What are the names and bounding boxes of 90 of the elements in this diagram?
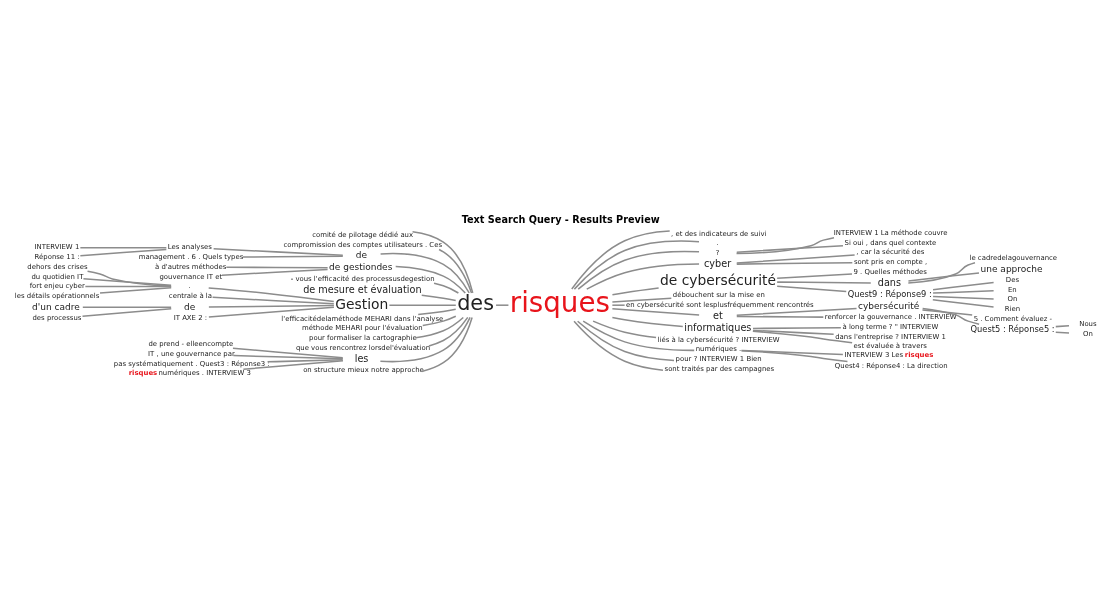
diagram-title: Text Search Query - Results Preview — [461, 213, 660, 225]
connector — [82, 306, 172, 309]
connector — [211, 296, 335, 305]
connector — [907, 261, 976, 284]
connector — [776, 285, 847, 293]
connector — [932, 289, 995, 294]
node-text: dans — [877, 276, 902, 288]
connector — [573, 320, 664, 371]
connector — [907, 272, 980, 282]
connector — [433, 282, 460, 294]
connector — [735, 236, 835, 255]
connector — [241, 255, 344, 258]
connector — [379, 316, 471, 363]
connector — [592, 320, 657, 339]
connector — [208, 306, 335, 318]
connector — [576, 320, 675, 362]
node-text: des — [457, 291, 494, 316]
connector — [921, 309, 973, 316]
connector — [776, 273, 853, 280]
connector — [99, 287, 172, 294]
connector — [752, 326, 842, 330]
connector — [611, 287, 660, 296]
connector — [740, 349, 844, 356]
connector — [242, 359, 344, 370]
connector — [79, 246, 168, 249]
node-text: informatiques — [684, 322, 752, 334]
connector — [232, 347, 344, 359]
connector — [736, 261, 854, 265]
connector — [225, 266, 329, 269]
connector — [422, 315, 457, 327]
node-text: cybersécurité — [858, 300, 920, 311]
node-text: cyber — [704, 257, 732, 269]
connector — [752, 330, 853, 344]
node-text: Quest5 : Réponse5 : — [970, 323, 1055, 334]
connector — [921, 307, 980, 325]
connector — [420, 294, 457, 302]
connector — [1055, 331, 1070, 334]
connector — [411, 231, 474, 294]
connector — [417, 308, 457, 316]
connector — [932, 281, 995, 291]
connector — [736, 244, 844, 253]
connector — [438, 248, 473, 294]
connector — [266, 358, 344, 363]
connector — [221, 268, 329, 276]
connector — [932, 295, 995, 300]
node-text: une approche — [980, 263, 1043, 274]
connector — [736, 315, 825, 318]
connector — [420, 316, 473, 373]
connector — [394, 265, 467, 294]
connector — [379, 252, 470, 294]
connector — [232, 354, 344, 360]
connector — [752, 329, 835, 336]
connector — [736, 254, 856, 264]
connector — [586, 263, 700, 290]
node-text: les — [354, 352, 369, 364]
connector — [84, 285, 172, 288]
connector — [611, 308, 700, 316]
connector — [495, 304, 510, 306]
connector — [740, 349, 849, 363]
connector — [611, 304, 626, 306]
connector — [573, 240, 700, 290]
node-text: d'un cadre — [32, 301, 80, 312]
connector — [736, 307, 858, 316]
node-text: risques — [509, 286, 610, 320]
connector — [428, 316, 469, 347]
connector — [86, 270, 172, 287]
connector — [577, 250, 700, 290]
connector — [1055, 325, 1070, 328]
connector — [582, 320, 695, 352]
connector — [414, 316, 465, 339]
node-text: de — [355, 250, 368, 261]
node-text: Quest9 : Réponse9 : — [847, 288, 932, 299]
connector — [82, 277, 172, 286]
connector — [212, 248, 344, 256]
connector — [208, 304, 335, 308]
node-text: et — [713, 309, 723, 321]
connector — [776, 281, 872, 284]
node-text: de — [184, 301, 196, 312]
connector — [571, 230, 671, 290]
node-text: de gestiondes — [329, 262, 393, 273]
connector — [611, 297, 673, 303]
node-text: de mesure et évaluation — [303, 283, 422, 295]
connector — [207, 287, 335, 303]
connector — [388, 304, 457, 306]
connector — [81, 308, 172, 317]
connector — [611, 316, 684, 328]
connector — [79, 248, 168, 257]
node-text: de cybersécurité — [660, 272, 777, 289]
node-text: Gestion — [335, 295, 389, 312]
connector — [932, 298, 995, 308]
